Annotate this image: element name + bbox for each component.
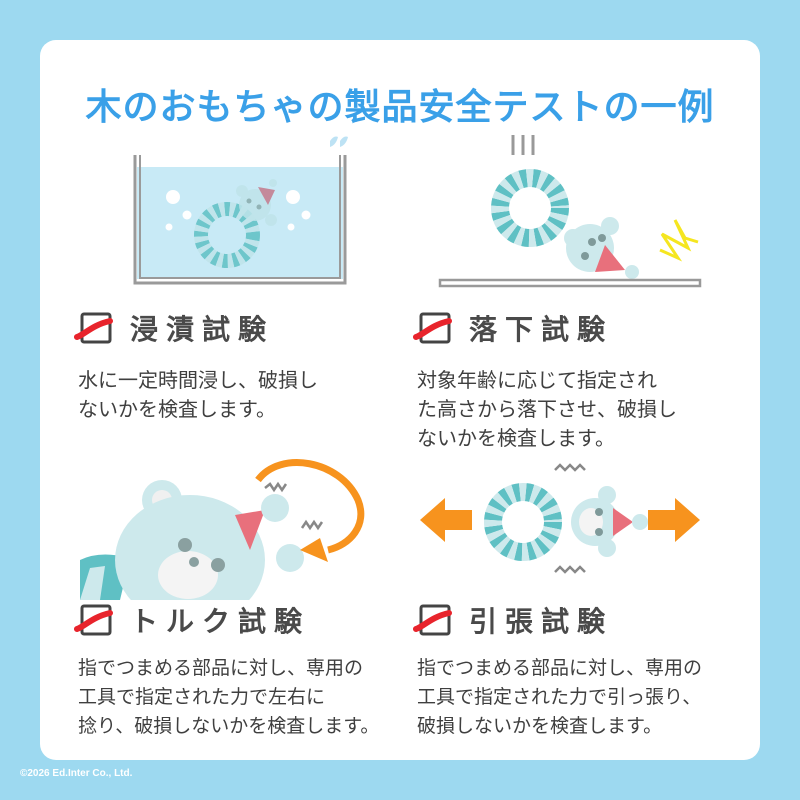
section-description: 指でつまめる部品に対し、専用の 工具で指定された力で引っ張り、 破損しないかを検… (417, 657, 703, 737)
section-description: 対象年齢に応じて指定され た高さから落下させ、破損し ないかを検査します。 (417, 368, 677, 450)
section-description: 水に一定時間浸し、破損し ないかを検査します。 (78, 368, 318, 421)
section-title: 落下試験 (469, 313, 614, 346)
section-torque-test-header: トルク試験 (74, 600, 310, 640)
section-title: 浸漬試験 (130, 313, 275, 346)
water-tank-illustration (133, 136, 348, 285)
tension-test-illustration (420, 463, 700, 574)
page-title: 木のおもちゃの製品安全テストの一例 (85, 87, 715, 128)
section-tension-test-header: 引張試験 (413, 600, 613, 640)
bear-toy (236, 179, 277, 226)
infographic-card: 木のおもちゃの製品安全テストの一例 (40, 40, 760, 760)
checkbox-checked-icon (74, 604, 113, 636)
checkbox-checked-icon (413, 604, 452, 636)
drop-test-illustration (438, 135, 702, 288)
section-title: トルク試験 (130, 605, 311, 638)
checkbox-checked-icon (413, 312, 452, 344)
section-title: 引張試験 (469, 605, 614, 638)
section-immersion-test-header: 浸漬試験 (74, 308, 274, 348)
section-description: 指でつまめる部品に対し、専用の 工具で指定された力で左右に 捻り、破損しないかを… (78, 657, 380, 737)
section-drop-test-header: 落下試験 (413, 308, 613, 348)
ring-toy (194, 202, 260, 268)
torque-test-illustration (80, 459, 365, 600)
copyright-text: ©2026 Ed.Inter Co., Ltd. (20, 768, 133, 779)
checkbox-checked-icon (74, 312, 113, 344)
